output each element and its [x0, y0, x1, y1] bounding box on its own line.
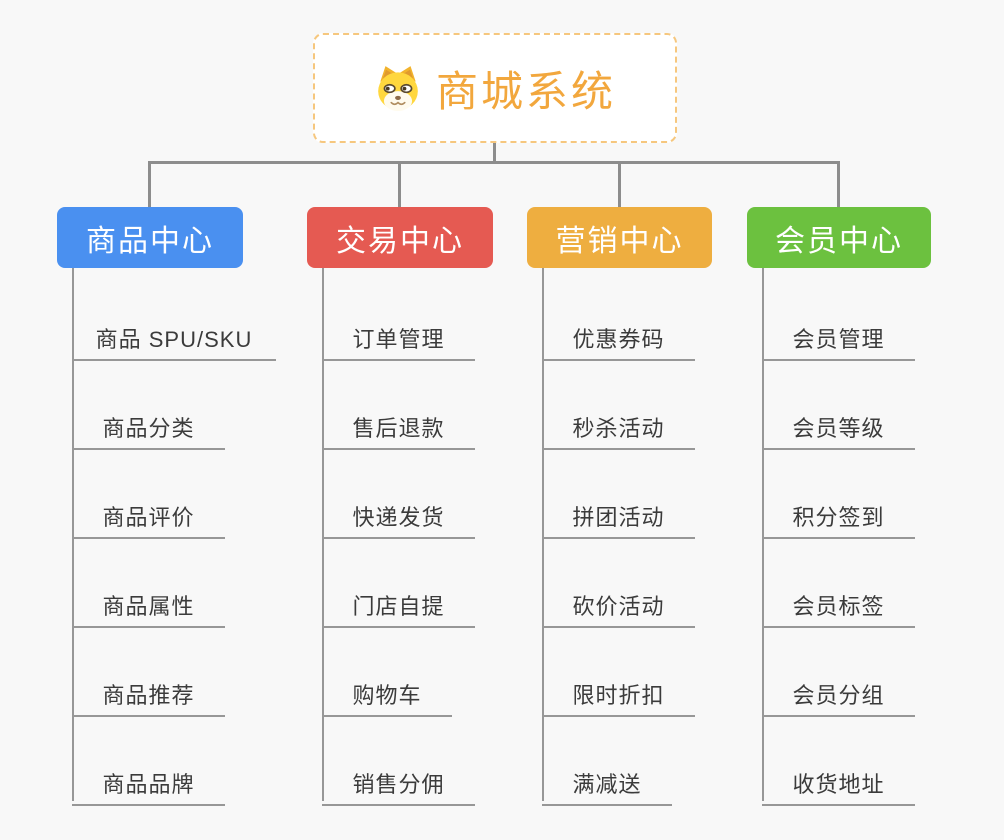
root-title: 商城系统 [435, 67, 616, 115]
node-product-attribute[interactable]: 商品属性 [72, 585, 225, 628]
node-store-pickup[interactable]: 门店自提 [322, 585, 475, 628]
node-sales-commission[interactable]: 销售分佣 [322, 763, 475, 806]
node-product-review[interactable]: 商品评价 [72, 496, 225, 539]
connector-bus [148, 161, 840, 164]
dog-face-icon [374, 64, 422, 112]
branch-product-center[interactable]: 商品中心 [57, 207, 243, 268]
connector-trunk-marketing [542, 268, 544, 801]
branch-marketing-center[interactable]: 营销中心 [527, 207, 712, 268]
connector-trunk-trade [322, 268, 324, 801]
node-member-group[interactable]: 会员分组 [762, 674, 915, 717]
node-full-reduction[interactable]: 满减送 [542, 763, 672, 806]
root-node[interactable]: 商城系统 [313, 33, 677, 143]
node-order-management[interactable]: 订单管理 [322, 318, 475, 361]
node-flash-sale[interactable]: 秒杀活动 [542, 407, 695, 450]
node-product-brand[interactable]: 商品品牌 [72, 763, 225, 806]
node-shopping-cart[interactable]: 购物车 [322, 674, 452, 717]
node-product-category[interactable]: 商品分类 [72, 407, 225, 450]
node-member-tag[interactable]: 会员标签 [762, 585, 915, 628]
node-express-delivery[interactable]: 快递发货 [322, 496, 475, 539]
node-group-buy[interactable]: 拼团活动 [542, 496, 695, 539]
node-product-recommend[interactable]: 商品推荐 [72, 674, 225, 717]
node-member-level[interactable]: 会员等级 [762, 407, 915, 450]
connector-drop-member [837, 161, 840, 208]
branch-member-center[interactable]: 会员中心 [747, 207, 931, 268]
node-after-sale-refund[interactable]: 售后退款 [322, 407, 475, 450]
connector-trunk-product [72, 268, 74, 801]
branch-trade-center[interactable]: 交易中心 [307, 207, 493, 268]
node-product-spu-sku[interactable]: 商品 SPU/SKU [72, 318, 276, 361]
node-shipping-address[interactable]: 收货地址 [762, 763, 915, 806]
connector-root-stub [493, 143, 496, 163]
connector-drop-product [148, 161, 151, 208]
node-coupon-code[interactable]: 优惠券码 [542, 318, 695, 361]
node-limited-time-discount[interactable]: 限时折扣 [542, 674, 695, 717]
node-bargain-activity[interactable]: 砍价活动 [542, 585, 695, 628]
connector-drop-marketing [618, 161, 621, 208]
node-member-management[interactable]: 会员管理 [762, 318, 915, 361]
connector-drop-trade [398, 161, 401, 208]
node-points-checkin[interactable]: 积分签到 [762, 496, 915, 539]
connector-trunk-member [762, 268, 764, 801]
